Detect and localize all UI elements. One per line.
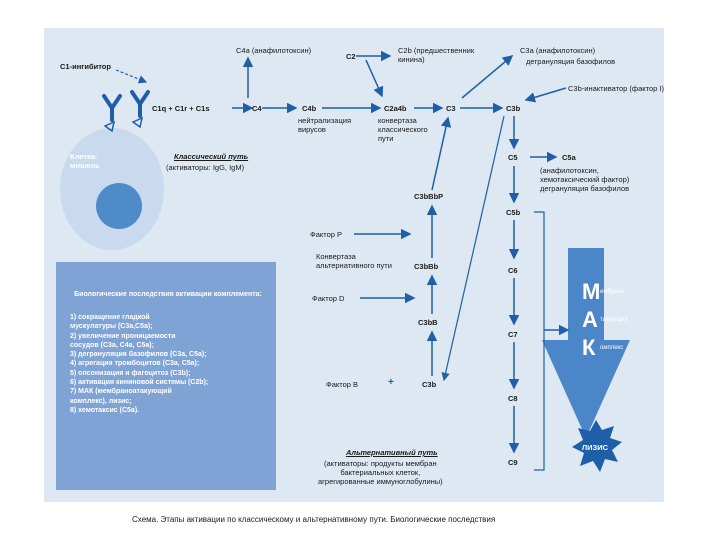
c4b-note: нейтрализация вирусов [298,116,351,134]
c5a-label: С5а [562,153,576,162]
factor-p-label: Фактор Р [310,230,342,239]
c4-label: С4 [252,104,262,113]
classical-path-title: Классический путь [174,152,248,161]
c4b-label: С4b [302,104,316,113]
c1-inhibitor-label: С1-ингибитор [60,62,111,71]
c4a-label: С4а (анафилотоксин) [236,46,311,55]
mak-letter: А [582,308,600,332]
c8-label: С8 [508,394,518,403]
c3-label: С3 [446,104,456,113]
mak-word: омплекс [600,345,623,351]
alt-c3b-label: С3b [422,380,436,389]
factor-b-label: Фактор В [326,380,358,389]
biological-effects-box: Биологические последствия активации комп… [56,262,276,490]
arrow-c1inh [116,70,146,82]
effect-item: 2) увеличение проницаемости сосудов (С3а… [70,332,266,351]
mak-letter: К [582,336,600,360]
c2b-label: С2b (предшественник кинина) [398,46,474,64]
c2a4b-note: конвертаза классического пути [378,116,428,143]
alternative-path-subtitle: (активаторы: продукты мембран бактериаль… [318,459,443,486]
effects-title: Биологические последствия активации комп… [70,290,266,299]
plus-sign: + [388,378,394,387]
c2a4b-label: С2а4b [384,104,407,113]
c3a-label: С3а (анафилотоксин) [520,46,595,55]
c1-complex-label: С1q + C1r + C1s [152,104,210,113]
c3a-note: дегрануляция базофилов [526,57,615,66]
effect-item: 8) хемотаксис (С5а). [70,406,266,415]
factor-d-label: Фактор D [312,294,344,303]
antibody-icon [104,92,148,120]
c2-label: С2 [346,52,356,61]
c6-label: С6 [508,266,518,275]
alt-convertase-label: Конвертаза альтернативного пути [316,252,392,270]
alternative-path-title: Альтернативный путь [346,448,438,457]
arrow-c3b-to-alt [444,116,504,380]
effect-item: 6) активация кининовой системы (С2b); [70,378,266,387]
c3b-inactivator-label: С3b-инактиватор (фактор I) [568,84,664,93]
c3bbbp-label: С3bBbP [414,192,443,201]
mak-word: такующий [600,317,628,323]
arrow-c2-c2a4b [366,60,382,96]
effect-item: 3) дегрануляция базофилов (С3а, С5а); [70,350,266,359]
effect-item: 4) агрегация тромбоцитов (С3а, С5а); [70,359,266,368]
arrow-c3b-inact [526,88,566,100]
effects-list: 1) сокращение гладкой мускулатуры (С3а,С… [70,313,266,415]
effect-item: 7) МАК (мембраноатакующий комплекс), лиз… [70,387,266,406]
c3bbb-label: С3bBb [414,262,438,271]
classical-path-subtitle: (активаторы: IgG, IgM) [166,163,244,172]
arrow-c3bbbp-c3 [432,118,448,190]
lysis-label: ЛИЗИС [570,443,620,452]
effect-item: 1) сокращение гладкой мускулатуры (С3а,С… [70,313,266,332]
c5-label: С5 [508,153,518,162]
figure-caption: Схема. Этапы активации по классическому … [132,515,495,524]
c5a-note: (анафилотоксин, хемотаксический фактор) … [540,166,629,193]
mak-word: ембрано [600,289,624,295]
c9-label: С9 [508,458,518,467]
c3bb-label: С3bB [418,318,438,327]
effect-item: 5) опсонизация и фагоцитоз (С3b); [70,369,266,378]
c3b-label: С3b [506,104,520,113]
c5b-label: С5b [506,208,520,217]
mak-letter: М [582,280,600,304]
c7-label: С7 [508,330,518,339]
